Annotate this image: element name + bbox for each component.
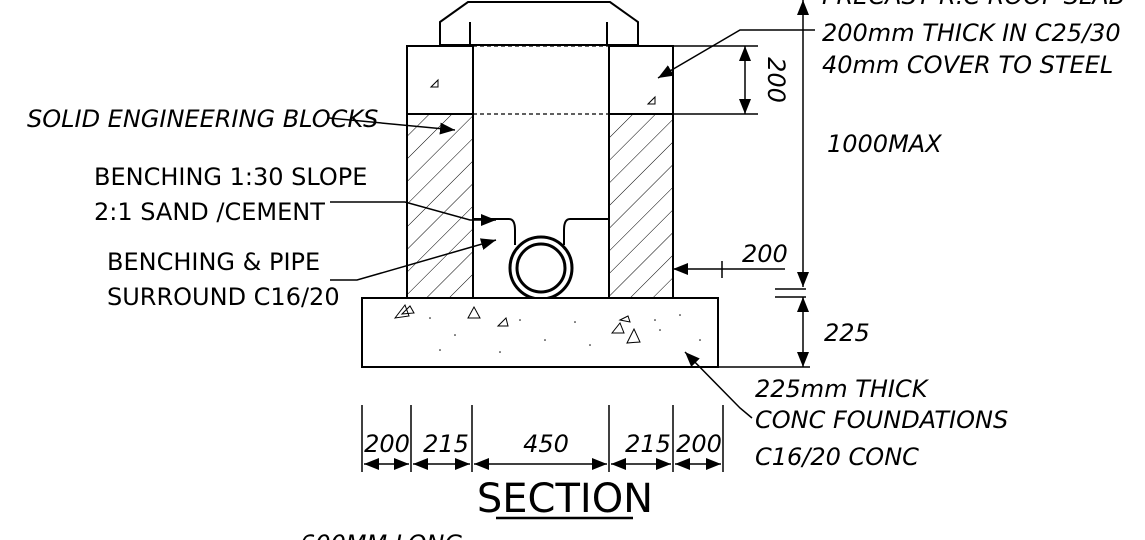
max-height-dim: 1000MAX [827, 130, 942, 158]
surround-label-line2: SURROUND C16/20 [107, 283, 340, 311]
foundation-label-line3: C16/20 CONC [755, 443, 919, 471]
benching-label-line1: BENCHING 1:30 SLOPE [94, 163, 367, 191]
foundation-label-line2: CONC FOUNDATIONS [755, 406, 1008, 434]
bottom-note: 600MM LONG [300, 530, 463, 540]
concrete-foundation [361, 297, 719, 368]
leader-lines [328, 29, 815, 419]
bottom-dim-3: 450 [523, 430, 569, 458]
pipe [508, 235, 574, 301]
solid-blocks-label: SOLID ENGINEERING BLOCKS [27, 105, 378, 133]
roof-slab-label-line1: PRECAST R.C ROOF SLAB [822, 0, 1125, 10]
roof-slab-label-line2: 200mm THICK IN C25/30 [822, 19, 1121, 47]
section-title: SECTION [477, 476, 653, 522]
benching-profile [473, 218, 609, 245]
bottom-dim-1: 200 [364, 430, 410, 458]
cover-cap [439, 0, 639, 46]
bottom-dim-4: 215 [625, 430, 671, 458]
dimension-chain-bottom [361, 405, 724, 472]
benching-label-line2: 2:1 SAND /CEMENT [94, 198, 325, 226]
dimension-lines-right [673, 0, 810, 368]
surround-label-line1: BENCHING & PIPE [107, 248, 320, 276]
roof-slab [406, 45, 674, 115]
slab-thickness-dim: 200 [762, 57, 790, 103]
foundation-label-line1: 225mm THICK [755, 375, 930, 403]
engineering-block-walls [406, 113, 674, 299]
bottom-dim-5: 200 [676, 430, 722, 458]
roof-slab-label-line3: 40mm COVER TO STEEL [822, 51, 1113, 79]
foundation-depth-dim: 225 [824, 319, 870, 347]
bottom-dim-2: 215 [423, 430, 469, 458]
wall-thickness-dim: 200 [742, 240, 788, 268]
